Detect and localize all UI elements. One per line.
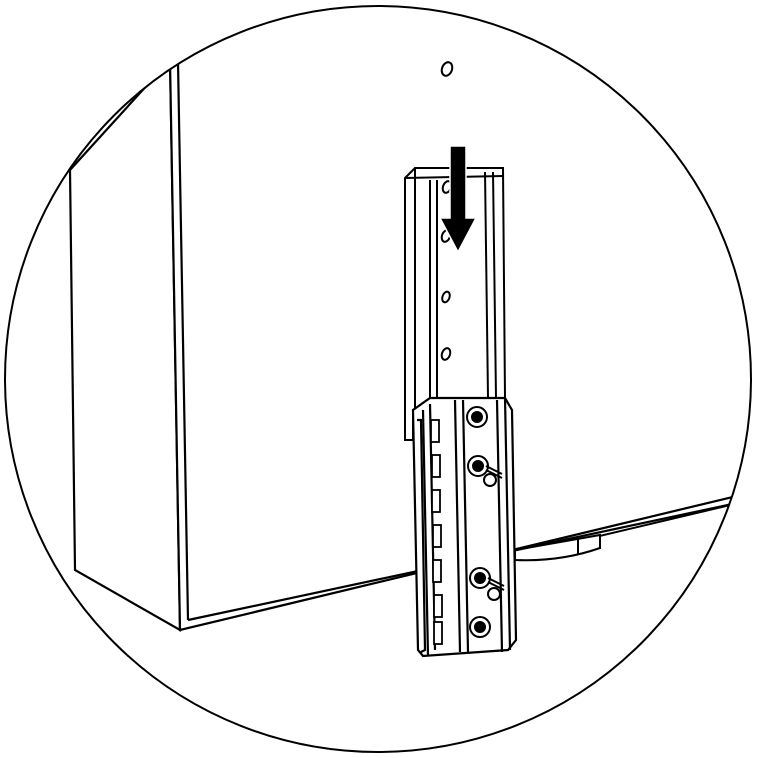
screw-hole-icon — [441, 290, 451, 304]
screw-icon — [469, 567, 505, 591]
screw-icon — [487, 587, 501, 601]
support-foot — [514, 533, 601, 562]
screw-icon — [467, 455, 503, 479]
lower-bracket-assembly — [411, 396, 518, 658]
screw-hole-icon — [440, 61, 454, 77]
detail-view — [68, 6, 751, 658]
bracket-screws — [466, 406, 505, 638]
detail-circle-border — [4, 5, 752, 753]
screw-icon — [483, 473, 497, 487]
screw-icon — [466, 406, 488, 428]
screw-icon — [469, 616, 491, 638]
screw-hole-icon — [440, 347, 452, 361]
down-arrow-icon — [438, 145, 478, 254]
bracket-slots — [430, 419, 443, 645]
